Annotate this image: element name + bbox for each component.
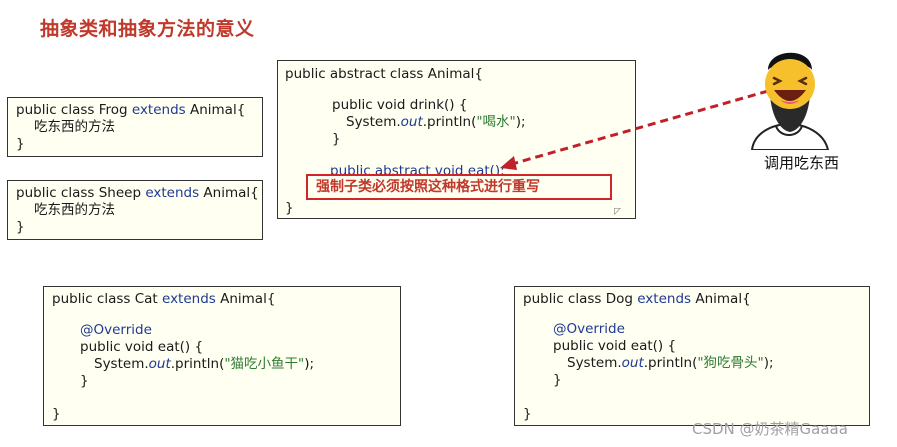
cat-class-declaration: public class Cat extends Animal{ xyxy=(52,291,276,307)
drink-method-signature: public void drink() { xyxy=(332,97,468,113)
dog-println-line: System.out.println("狗吃骨头"); xyxy=(567,355,774,371)
drink-println-line: System.out.println("喝水"); xyxy=(346,114,526,130)
cat-override-annotation: @Override xyxy=(80,322,152,338)
cat-closing-brace: } xyxy=(52,406,61,422)
dog-eat-signature: public void eat() { xyxy=(553,338,677,354)
sheep-class-declaration: public class Sheep extends Animal{ xyxy=(16,185,259,201)
override-warning-note: 强制子类必须按照这种格式进行重写 xyxy=(306,174,612,200)
cat-eat-closing-brace: } xyxy=(80,373,89,389)
watermark: CSDN @奶茶精Gaaaa xyxy=(692,420,848,438)
frog-class-box: public class Frog extends Animal{ 吃东西的方法… xyxy=(7,97,263,157)
caller-label: 调用吃东西 xyxy=(764,154,840,172)
dog-override-annotation: @Override xyxy=(553,321,625,337)
sheep-class-box: public class Sheep extends Animal{ 吃东西的方… xyxy=(7,180,263,240)
drink-closing-brace: } xyxy=(332,131,341,147)
dog-class-declaration: public class Dog extends Animal{ xyxy=(523,291,751,307)
cursor-icon: ◸ xyxy=(614,207,621,217)
dog-closing-brace: } xyxy=(523,406,532,422)
frog-closing-brace: } xyxy=(16,136,25,152)
dog-class-box: public class Dog extends Animal{ @Overri… xyxy=(514,286,870,426)
animal-class-box: public abstract class Animal{ public voi… xyxy=(277,60,636,219)
frog-eat-method-text: 吃东西的方法 xyxy=(34,119,115,135)
animal-closing-brace: } xyxy=(285,200,294,216)
sheep-eat-method-text: 吃东西的方法 xyxy=(34,202,115,218)
frog-class-declaration: public class Frog extends Animal{ xyxy=(16,102,246,118)
animal-class-declaration: public abstract class Animal{ xyxy=(285,66,484,82)
caller-avatar-icon xyxy=(750,52,830,150)
cat-class-box: public class Cat extends Animal{ @Overri… xyxy=(43,286,401,426)
sheep-closing-brace: } xyxy=(16,219,25,235)
cat-eat-signature: public void eat() { xyxy=(80,339,204,355)
cat-println-line: System.out.println("猫吃小鱼干"); xyxy=(94,356,315,372)
dog-eat-closing-brace: } xyxy=(553,372,562,388)
page-title: 抽象类和抽象方法的意义 xyxy=(40,18,255,40)
